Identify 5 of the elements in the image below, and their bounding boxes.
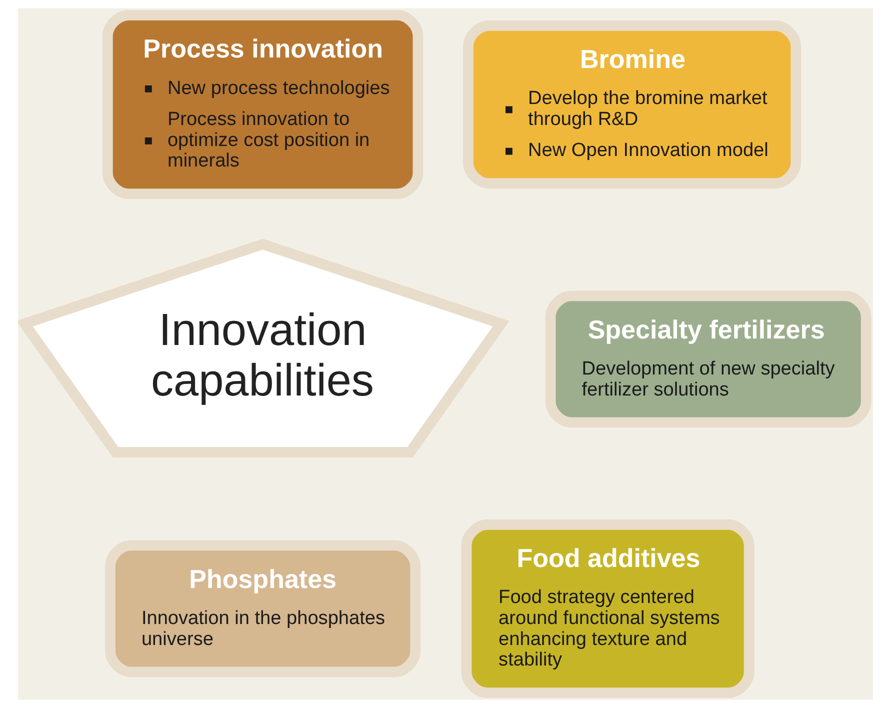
node-box: Bromine Develop the bromine market through R&D New Open Innovation model xyxy=(463,20,802,189)
node-box: Food additives Food strategy centered around functional systems enhancing texture and stability xyxy=(461,519,754,698)
node-box: Process innovation New process technologies Process innovation to optimize cost position in minerals xyxy=(102,10,424,199)
node-box: Phosphates Innovation in the phosphates universe xyxy=(105,540,421,678)
node-box: Specialty fertilizers Development of new specialty fertilizer solutions xyxy=(545,290,872,428)
